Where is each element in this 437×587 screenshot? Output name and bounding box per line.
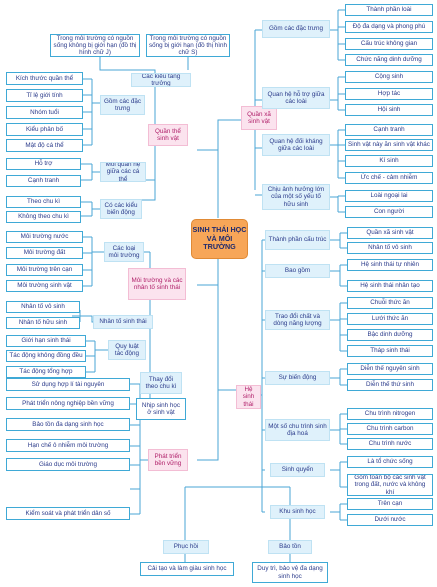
growth-type-s: Trong môi trường có nguồn sống bị giới h… [146, 34, 230, 57]
category-phat-trien: Phát triển bền vững [148, 449, 188, 471]
branch-gom-cac-dac-trung: Gồm các đặc trưng [100, 95, 145, 115]
branch-su-bien-dong: Sự biến động [265, 371, 330, 385]
branch-moi-quan-he: Mối quan hệ giữa các cá thể [100, 162, 146, 182]
cycle-2: Chu trình carbon [347, 423, 433, 435]
trait-1: Kích thước quần thể [6, 72, 83, 85]
eco-2: Hệ sinh thái nhân tạo [347, 280, 433, 292]
eco-1: Hệ sinh thái tự nhiên [347, 259, 433, 271]
trait-5: Mật độ cá thể [6, 139, 83, 152]
category-moi-truong: Môi trường và các nhân tố sinh thái [128, 268, 186, 300]
succession-1: Diễn thế nguyên sinh [347, 363, 433, 375]
influence-1: Loài ngoại lai [345, 190, 433, 202]
qx-trait-1: Thành phần loài [345, 4, 433, 16]
branch-chiu-anh-huong: Chịu ảnh hưởng lớn của một số yếu tố hữu… [262, 184, 330, 210]
law-1: Giới hạn sinh thái [6, 335, 86, 347]
dev-5: Giáo dục môi trường [6, 458, 130, 471]
dev-1: Sử dụng hợp lí tài nguyên [6, 378, 130, 391]
cycle-1: Chu trình nitrogen [347, 408, 433, 420]
flow-2: Lưới thức ăn [347, 313, 433, 325]
antag-3: Kí sinh [345, 155, 433, 167]
fluct-1: Theo chu kì [6, 196, 81, 208]
dev-6: Kiểm soát và phát triển dân số [6, 507, 130, 520]
category-he-sinh-thai: Hệ sinh thái [236, 385, 261, 409]
bio-2: Gồm toàn bộ các sinh vật trong đất, nước… [347, 474, 433, 496]
branch-qx-dac-trung: Gồm các đặc trưng [262, 20, 330, 38]
qx-trait-2: Độ đa dạng và phong phú [345, 21, 433, 33]
dev-3: Bảo tồn đa dạng sinh học [6, 418, 130, 431]
support-1: Cộng sinh [345, 71, 433, 83]
qx-trait-3: Cấu trúc không gian [345, 38, 433, 50]
branch-ho-tro: Quan hệ hỗ trợ giữa các loài [262, 87, 330, 109]
relation-1: Hỗ trợ [6, 158, 81, 170]
branch-bao-ton: Bảo tồn [268, 540, 312, 554]
relation-2: Cạnh tranh [6, 175, 81, 187]
category-quan-the: Quần thể sinh vật [148, 124, 188, 146]
flow-3: Bậc dinh dưỡng [347, 329, 433, 341]
trait-4: Kiểu phân bố [6, 123, 83, 136]
env-3: Môi trường trên cạn [6, 264, 83, 276]
influence-2: Con người [345, 206, 433, 218]
branch-sinh-quyen: Sinh quyển [270, 463, 325, 477]
comp-1: Quần xã sinh vật [347, 227, 433, 239]
fluct-2: Không theo chu kì [6, 211, 81, 223]
bao-ton-detail: Duy trì, bảo vệ đa dạng sinh học [252, 562, 328, 583]
branch-khu-sinh-hoc: Khu sinh học [270, 505, 325, 519]
qx-trait-4: Chức năng dinh dưỡng [345, 54, 433, 66]
dev-2: Phát triển nông nghiệp bền vững [6, 397, 130, 410]
bio-rhythm: Nhịp sinh học ở sinh vật [136, 398, 186, 420]
antag-2: Sinh vật này ăn sinh vật khác [345, 139, 433, 151]
law-2: Tác động không đồng đều [6, 350, 86, 362]
branch-trao-doi-chat: Trao đổi chất và dòng năng lượng [265, 310, 330, 330]
branch-quy-luat: Quy luật tác động [108, 340, 146, 360]
central-topic: SINH THÁI HỌC VÀ MÔI TRƯỜNG [191, 219, 248, 259]
dev-4: Hạn chế ô nhiễm môi trường [6, 439, 130, 452]
branch-chu-trinh: Một số chu trình sinh địa hoá [265, 419, 330, 441]
branch-cac-loai-moi-truong: Các loại môi trường [104, 242, 144, 262]
support-3: Hội sinh [345, 104, 433, 116]
branch-cac-kieu-tang-truong: Các kiểu tăng trưởng [131, 73, 191, 87]
factor-2: Nhân tố hữu sinh [6, 317, 80, 329]
category-quan-xa: Quần xã sinh vật [241, 106, 277, 130]
comp-2: Nhân tố vô sinh [347, 242, 433, 254]
support-2: Hợp tác [345, 88, 433, 100]
branch-thay-doi-chu-ki: Thay đổi theo chu kì [140, 372, 182, 394]
bio-1: Là tổ chức sống [347, 456, 433, 468]
trait-2: Tỉ lệ giới tính [6, 89, 83, 102]
env-2: Môi trường đất [6, 247, 83, 259]
succession-2: Diễn thế thứ sinh [347, 379, 433, 391]
flow-1: Chuỗi thức ăn [347, 297, 433, 309]
cycle-3: Chu trình nước [347, 438, 433, 450]
flow-4: Tháp sinh thái [347, 345, 433, 357]
antag-1: Cạnh tranh [345, 124, 433, 136]
antag-4: Ức chế - cảm nhiễm [345, 172, 433, 184]
branch-thanh-phan: Thành phần cấu trúc [265, 230, 330, 250]
trait-3: Nhóm tuổi [6, 106, 83, 119]
branch-bao-gom: Bao gồm [265, 264, 330, 278]
branch-nhan-to-sinh-thai: Nhân tố sinh thái [93, 315, 153, 329]
biome-1: Trên cạn [347, 498, 433, 510]
phuc-hoi-detail: Cải tạo và làm giàu sinh học [140, 562, 234, 576]
branch-doi-khang: Quan hệ đối kháng giữa các loài [262, 134, 330, 156]
branch-bien-dong: Có các kiểu biến động [100, 199, 142, 219]
biome-2: Dưới nước [347, 514, 433, 526]
env-1: Môi trường nước [6, 231, 83, 243]
branch-phuc-hoi: Phục hồi [163, 540, 209, 554]
factor-1: Nhân tố vô sinh [6, 301, 80, 313]
law-3: Tác động tổng hợp [6, 366, 86, 378]
growth-type-j: Trong môi trường có nguồn sống không bị … [50, 34, 140, 57]
env-4: Môi trường sinh vật [6, 280, 83, 292]
